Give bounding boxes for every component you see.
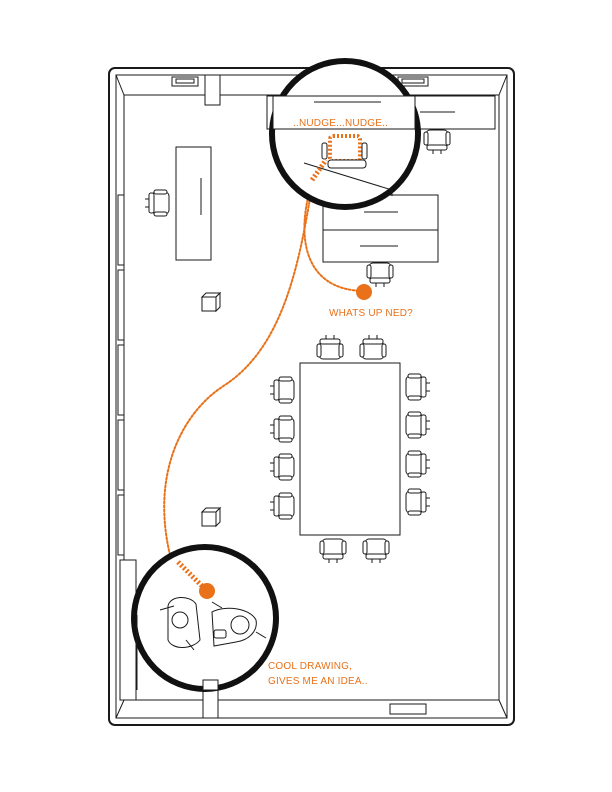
whats-up-annotation: WHATS UP NED? (329, 308, 413, 319)
person-icon (211, 601, 267, 647)
person-icon (159, 597, 201, 651)
left-desk (175, 146, 212, 261)
cube-icon (201, 507, 221, 527)
cool-drawing-annotation-line1: COOL DRAWING, (268, 661, 352, 672)
idea-highlight (131, 544, 279, 692)
middle-desk (322, 194, 439, 263)
nudge-annotation: ..NUDGE...NUDGE.. (293, 118, 388, 129)
nudged-chair-icon (321, 134, 368, 169)
left-wall-windows (117, 194, 137, 701)
top-wall-fixtures (171, 74, 429, 719)
nudge-highlight (269, 58, 421, 210)
cool-drawing-annotation-line2: GIVES ME AN IDEA.. (268, 676, 368, 687)
cube-icon (201, 292, 221, 312)
location-dot-icon (356, 284, 372, 300)
conference-table (299, 362, 401, 536)
